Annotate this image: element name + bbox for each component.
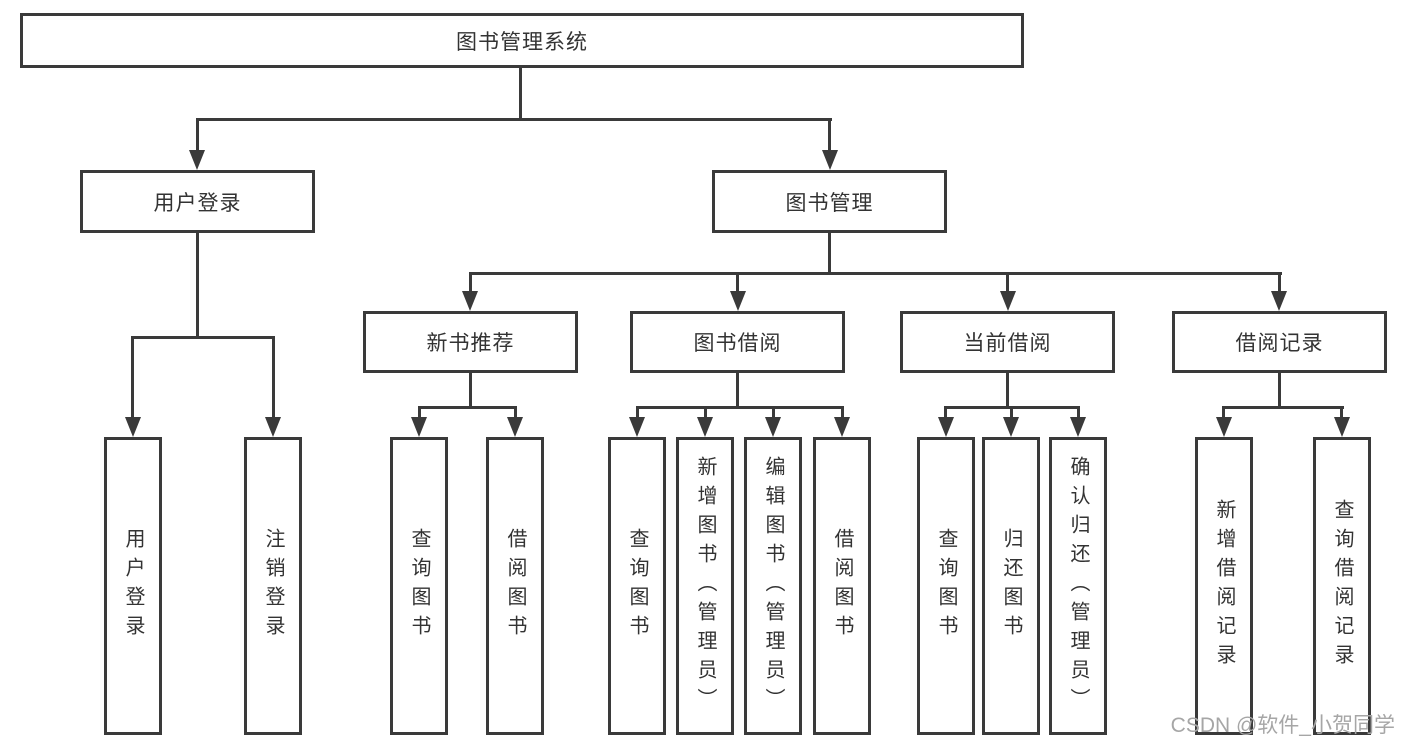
connector-records-bar: [1222, 406, 1344, 409]
arrow-down-icon: [697, 417, 713, 437]
connector-leaf-shaft: [1340, 406, 1343, 418]
leaf-label: 新增图书（管理员）: [694, 455, 716, 717]
leaf-logout: 注销登录: [244, 437, 302, 735]
connector-current-stem: [1006, 373, 1009, 406]
connector-leaf-shaft: [944, 406, 947, 418]
leaf-return-books: 归还图书: [982, 437, 1040, 735]
arrow-down-icon: [1271, 291, 1287, 311]
connector-leaf-shaft: [1222, 406, 1225, 418]
connector-new-book-stem: [469, 373, 472, 406]
arrow-down-icon: [1003, 417, 1019, 437]
connector-borrowing-bar: [636, 406, 844, 409]
connector-leaf-shaft: [1010, 406, 1013, 418]
connector-to-login-leaf: [131, 336, 134, 418]
leaf-add-books-admin: 新增图书（管理员）: [676, 437, 734, 735]
connector-to-logout-leaf: [272, 336, 275, 418]
arrow-down-icon: [462, 291, 478, 311]
node-label: 用户登录: [153, 191, 242, 215]
connector-new-book-bar: [418, 406, 517, 409]
connector-to-new-book: [469, 272, 472, 291]
leaf-label: 查询图书: [626, 528, 648, 644]
leaf-label: 查询借阅记录: [1331, 499, 1353, 673]
node-label: 图书管理系统: [456, 30, 588, 54]
connector-level3-bar: [469, 272, 1282, 275]
node-label: 借阅记录: [1235, 332, 1324, 355]
connector-to-current: [1006, 272, 1009, 291]
node-label: 新书推荐: [426, 332, 515, 355]
node-library-system: 图书管理系统: [20, 13, 1024, 68]
node-borrowing-records: 借阅记录: [1172, 311, 1387, 373]
leaf-label: 编辑图书（管理员）: [762, 455, 784, 717]
connector-leaf-shaft: [772, 406, 775, 418]
connector-user-login-bar: [131, 336, 275, 339]
arrow-down-icon: [411, 417, 427, 437]
arrow-down-icon: [1216, 417, 1232, 437]
leaf-label: 用户登录: [122, 528, 144, 644]
leaf-confirm-return-admin: 确认归还（管理员）: [1049, 437, 1107, 735]
leaf-label: 借阅图书: [504, 528, 526, 644]
arrow-down-icon: [507, 417, 523, 437]
arrow-down-icon: [1000, 291, 1016, 311]
connector-leaf-shaft: [636, 406, 639, 418]
leaf-add-borrow-record: 新增借阅记录: [1195, 437, 1253, 735]
arrow-down-icon: [125, 417, 141, 437]
connector-leaf-shaft: [704, 406, 707, 418]
connector-root-stem: [519, 68, 522, 118]
connector-level2-bar: [196, 118, 832, 121]
leaf-query-books-borrowing: 查询图书: [608, 437, 666, 735]
node-label: 当前借阅: [963, 332, 1052, 355]
leaf-label: 确认归还（管理员）: [1067, 455, 1089, 717]
leaf-label: 借阅图书: [831, 528, 853, 644]
connector-to-book-management: [828, 118, 831, 151]
node-user-login: 用户登录: [80, 170, 315, 233]
leaf-user-login: 用户登录: [104, 437, 162, 735]
leaf-query-books-recommend: 查询图书: [390, 437, 448, 735]
node-label: 图书借阅: [693, 332, 782, 355]
leaf-query-borrow-record: 查询借阅记录: [1313, 437, 1371, 735]
connector-user-login-stem: [196, 233, 199, 336]
leaf-edit-books-admin: 编辑图书（管理员）: [744, 437, 802, 735]
connector-to-borrowing: [736, 272, 739, 291]
arrow-down-icon: [265, 417, 281, 437]
connector-to-user-login: [196, 118, 199, 151]
leaf-label: 查询图书: [935, 528, 957, 644]
connector-book-management-stem: [828, 233, 831, 272]
arrow-down-icon: [765, 417, 781, 437]
arrow-down-icon: [730, 291, 746, 311]
arrow-down-icon: [189, 150, 205, 170]
arrow-down-icon: [1334, 417, 1350, 437]
csdn-watermark: CSDN @软件_小贺同学: [1170, 714, 1395, 737]
leaf-label: 新增借阅记录: [1213, 499, 1235, 673]
node-current-borrowing: 当前借阅: [900, 311, 1115, 373]
leaf-label: 归还图书: [1000, 528, 1022, 644]
connector-leaf-shaft: [514, 406, 517, 418]
connector-borrowing-stem: [736, 373, 739, 406]
arrow-down-icon: [822, 150, 838, 170]
leaf-borrow-books: 借阅图书: [813, 437, 871, 735]
node-book-borrowing: 图书借阅: [630, 311, 845, 373]
arrow-down-icon: [1070, 417, 1086, 437]
arrow-down-icon: [938, 417, 954, 437]
node-label: 图书管理: [785, 191, 874, 215]
connector-records-stem: [1278, 373, 1281, 406]
connector-to-records: [1278, 272, 1281, 291]
arrow-down-icon: [834, 417, 850, 437]
node-new-book-recommend: 新书推荐: [363, 311, 578, 373]
node-book-management: 图书管理: [712, 170, 947, 233]
leaf-label: 查询图书: [408, 528, 430, 644]
connector-leaf-shaft: [418, 406, 421, 418]
leaf-query-books-current: 查询图书: [917, 437, 975, 735]
connector-leaf-shaft: [841, 406, 844, 418]
leaf-label: 注销登录: [262, 528, 284, 644]
connector-leaf-shaft: [1077, 406, 1080, 418]
arrow-down-icon: [629, 417, 645, 437]
leaf-borrow-books-recommend: 借阅图书: [486, 437, 544, 735]
